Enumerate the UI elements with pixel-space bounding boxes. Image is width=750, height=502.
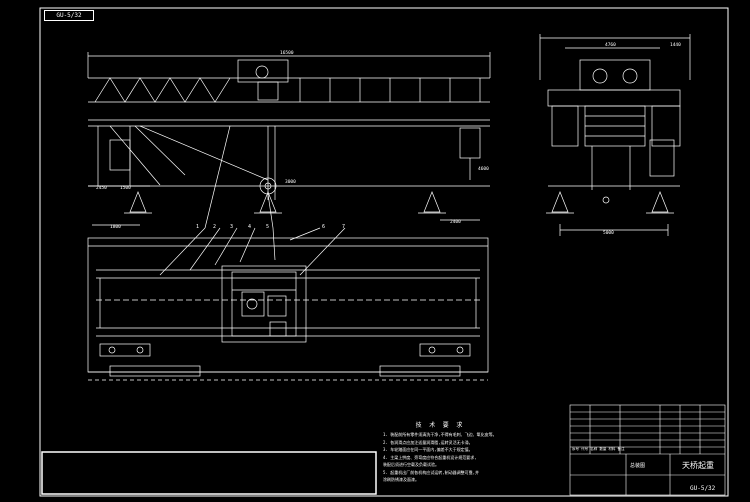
- part-number: 7: [342, 224, 345, 230]
- note-line: 涂刷防锈漆及面漆。: [383, 477, 419, 482]
- plan-view: [87, 237, 489, 381]
- part-number: 5: [266, 224, 269, 230]
- parts-header: 序号 代号 名称 数量 材料 备注: [572, 447, 625, 451]
- drawing-code-tag: GU-5/32: [44, 10, 94, 21]
- dim-height: 3000: [285, 179, 296, 185]
- dim-left-b: 1500: [120, 185, 131, 191]
- side-view: [539, 34, 691, 236]
- dimension-labels: 16500 2450 1500 1800 2400 4600 4760 1440…: [96, 42, 681, 236]
- note-line: 1. 装配前所有零件须清洗干净,不得有毛刺、飞边、氧化皮等。: [383, 432, 497, 437]
- note-line: 5. 起重机出厂前各机构应试运转,制动器调整可靠,并: [383, 469, 480, 475]
- note-line: 装配后须进行空载及负载试验。: [383, 462, 439, 467]
- technical-notes: 1. 装配前所有零件须清洗干净,不得有毛刺、飞边、氧化皮等。 2. 各润滑点应加…: [383, 431, 558, 484]
- title-block-code: GU-5/32: [690, 485, 716, 492]
- part-number: 4: [248, 224, 251, 230]
- dim-top-span: 16500: [280, 50, 294, 56]
- note-line: 4. 主梁上拱度、旁弯度应符合起重机设计规范要求,: [383, 454, 477, 460]
- part-numbers: 1 2 3 4 5 6 7: [196, 224, 345, 230]
- spec-title: 技 术 要 求: [415, 422, 465, 429]
- dim-side-top2: 1440: [670, 42, 681, 48]
- outer-frame: [39, 7, 729, 497]
- title-block-label: 总装图: [630, 463, 646, 469]
- dim-right-a: 2400: [450, 219, 461, 225]
- notes-box: [41, 451, 377, 495]
- title-block: [569, 404, 726, 496]
- dim-side-top: 4760: [605, 42, 616, 48]
- part-number: 3: [230, 224, 233, 230]
- dim-side-bottom: 5000: [603, 230, 614, 236]
- note-line: 3. 车轮踏面应在同一平面内,偏差不大于规定值。: [383, 447, 473, 452]
- dim-left-c: 1800: [110, 224, 121, 230]
- title-block-name: 天桥起重: [682, 461, 714, 470]
- dim-right-b: 4600: [478, 166, 489, 172]
- part-number: 6: [322, 224, 325, 230]
- front-elevation: [87, 52, 491, 276]
- dim-left-a: 2450: [96, 185, 107, 191]
- note-line: 2. 各润滑点应加注适量润滑脂,运转灵活无卡滞。: [383, 439, 473, 445]
- part-number: 1: [196, 224, 199, 230]
- part-number: 2: [213, 224, 216, 230]
